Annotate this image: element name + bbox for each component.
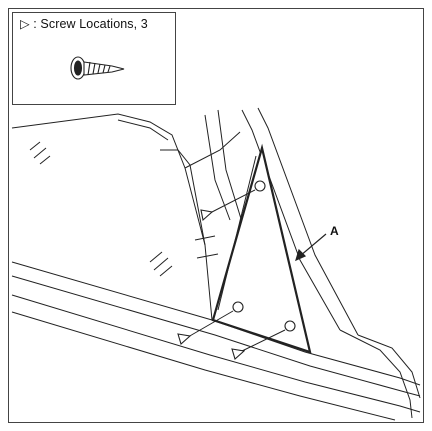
screw-icon (70, 56, 125, 80)
legend-box (12, 12, 176, 105)
callout-arrow (295, 233, 327, 262)
triangle-trim-part (211, 143, 312, 354)
screw-hole (232, 301, 244, 313)
screw-marker (200, 209, 214, 222)
outer-frame (8, 8, 424, 423)
screw-hole (284, 320, 296, 332)
screw-leaders (187, 189, 286, 352)
window-glass (11, 113, 206, 277)
callout-label-a: A (330, 224, 339, 238)
door-frame (160, 107, 421, 419)
screw-marker (177, 333, 192, 345)
screw-holes (232, 180, 296, 332)
screw-hole (254, 180, 266, 192)
legend-caption: ▷ : Screw Locations, 3 (20, 17, 148, 31)
triangle-marker-icon (177, 209, 246, 360)
door-sill (11, 261, 421, 421)
screw-marker (231, 348, 246, 360)
